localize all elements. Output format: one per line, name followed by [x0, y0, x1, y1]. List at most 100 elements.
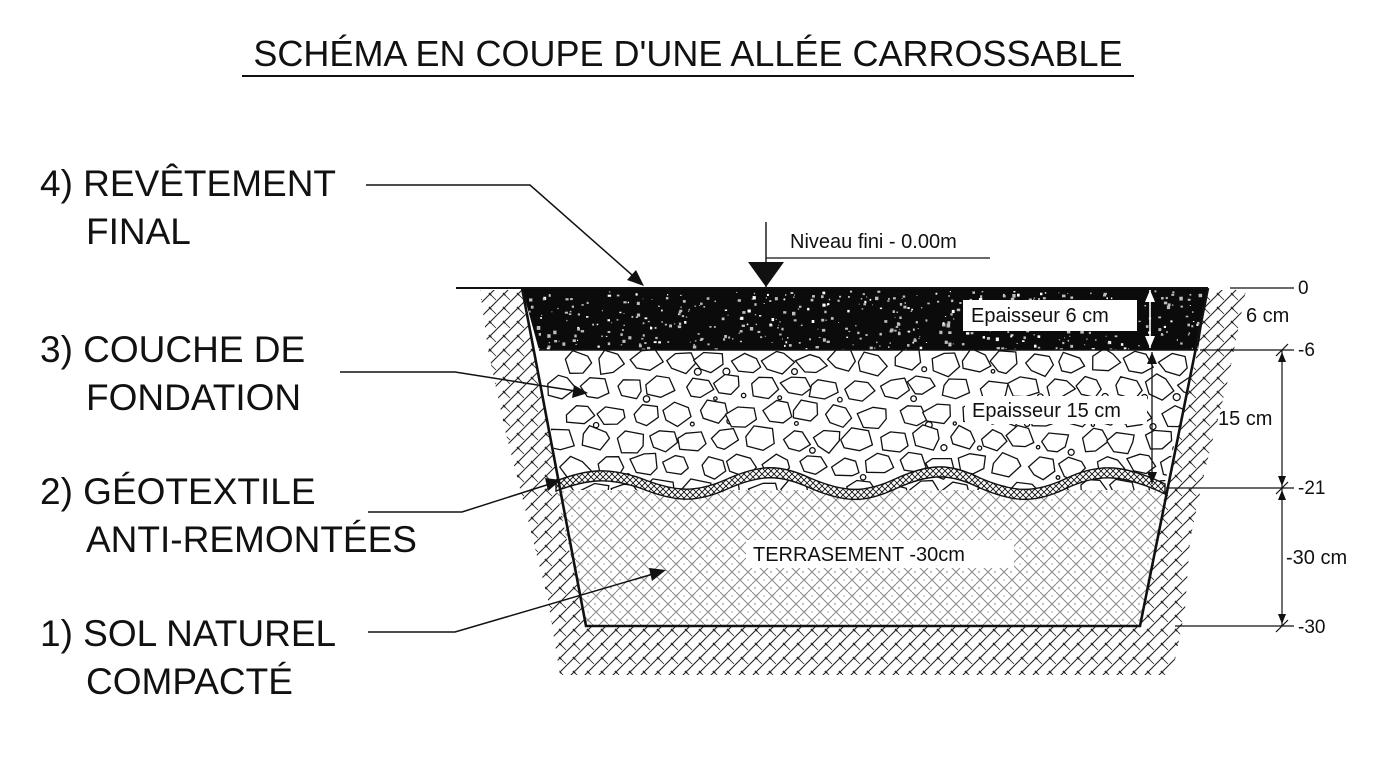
asphalt-aggregate: [680, 294, 682, 296]
asphalt-aggregate: [821, 295, 824, 299]
asphalt-aggregate: [679, 309, 683, 312]
asphalt-aggregate: [793, 319, 797, 322]
asphalt-aggregate: [1170, 320, 1173, 323]
asphalt-aggregate: [865, 334, 868, 336]
asphalt-aggregate: [1059, 348, 1063, 350]
asphalt-aggregate: [699, 339, 703, 341]
asphalt-aggregate: [577, 327, 580, 331]
asphalt-aggregate: [752, 296, 756, 300]
asphalt-aggregate: [807, 307, 810, 311]
gravel-stone: [950, 424, 976, 450]
trench-outline: [520, 287, 1210, 628]
asphalt-aggregate: [855, 325, 857, 327]
gravel-stone: [760, 350, 796, 375]
elevation-label-0: 0: [1298, 278, 1309, 299]
gravel-stone: [692, 351, 724, 374]
asphalt-aggregate: [1172, 291, 1175, 294]
asphalt-aggregate: [1037, 335, 1041, 338]
asphalt-aggregate: [1033, 299, 1035, 301]
asphalt-aggregate: [897, 332, 901, 336]
asphalt-aggregate: [644, 317, 648, 320]
excavation-label: TERRASEMENT -30cm: [753, 544, 965, 566]
gravel-chip: [990, 368, 996, 374]
asphalt-aggregate: [597, 345, 600, 348]
gravel-stone: [701, 455, 727, 480]
gravel-stone: [645, 375, 676, 398]
gravel-stone: [779, 376, 812, 396]
gravel-stone: [1125, 453, 1157, 475]
asphalt-aggregate: [830, 317, 834, 320]
asphalt-aggregate: [935, 292, 938, 295]
asphalt-aggregate: [797, 308, 800, 310]
gravel-stone: [830, 457, 860, 477]
asphalt-aggregate: [947, 321, 951, 324]
asphalt-aggregate: [1013, 291, 1016, 293]
asphalt-aggregate: [636, 301, 640, 305]
asphalt-aggregate: [1138, 320, 1141, 323]
asphalt-aggregate: [706, 297, 710, 300]
asphalt-aggregate: [1007, 331, 1010, 333]
asphalt-aggregate: [779, 333, 782, 336]
gravel-chip: [740, 392, 747, 399]
asphalt-aggregate: [742, 311, 746, 314]
asphalt-aggregate: [530, 305, 534, 309]
asphalt-aggregate: [658, 305, 660, 307]
asphalt-aggregate: [528, 310, 531, 313]
dimension-label-30cm: -30 cm: [1286, 547, 1347, 569]
asphalt-aggregate: [887, 300, 890, 302]
gravel-chip: [836, 396, 843, 403]
asphalt-aggregate: [1191, 325, 1194, 328]
asphalt-aggregate: [651, 299, 653, 300]
asphalt-aggregate: [980, 295, 983, 298]
asphalt-aggregate: [540, 317, 542, 319]
gravel-stone: [1081, 427, 1110, 453]
asphalt-aggregate: [596, 323, 599, 326]
diagram-title: SCHÉMA EN COUPE D'UNE ALLÉE CARROSSABLE: [253, 33, 1122, 74]
asphalt-aggregate: [628, 336, 632, 340]
asphalt-aggregate: [982, 336, 985, 339]
gravel-stone: [629, 452, 658, 476]
dim-arrow: [1278, 476, 1286, 486]
asphalt-aggregate: [939, 330, 943, 335]
asphalt-aggregate: [1095, 339, 1097, 341]
asphalt-aggregate: [769, 300, 772, 302]
asphalt-aggregate: [781, 327, 784, 331]
gravel-stone: [880, 431, 909, 453]
asphalt-aggregate: [641, 338, 644, 340]
asphalt-aggregate: [793, 296, 795, 298]
asphalt-aggregate: [1120, 343, 1124, 346]
asphalt-aggregate: [912, 341, 915, 344]
gravel-stone: [808, 379, 839, 400]
asphalt-aggregate: [783, 298, 786, 301]
asphalt-aggregate: [767, 293, 769, 296]
asphalt-aggregate: [866, 296, 868, 298]
asphalt-aggregate: [921, 307, 923, 309]
layer-label-line: FINAL: [86, 211, 191, 252]
asphalt-aggregate: [1187, 298, 1191, 301]
gravel-stone: [580, 482, 610, 490]
asphalt-aggregate: [547, 334, 551, 338]
asphalt-aggregate: [937, 300, 940, 303]
gravel-stone: [989, 350, 1018, 375]
asphalt-aggregate: [869, 346, 873, 350]
asphalt-aggregate: [1166, 305, 1171, 310]
gravel-stone: [633, 404, 659, 427]
asphalt-aggregate: [699, 305, 701, 306]
asphalt-aggregate: [723, 338, 726, 341]
elevation-label-minus30: -30: [1298, 617, 1325, 638]
asphalt-aggregate: [805, 348, 808, 350]
asphalt-aggregate: [647, 320, 650, 323]
asphalt-aggregate: [541, 314, 543, 316]
asphalt-aggregate: [826, 340, 830, 343]
asphalt-aggregate: [685, 316, 688, 318]
asphalt-aggregate: [952, 343, 954, 345]
asphalt-aggregate: [622, 339, 626, 343]
gravel-stone: [1080, 478, 1109, 490]
asphalt-aggregate: [616, 319, 619, 321]
asphalt-aggregate: [821, 318, 825, 322]
asphalt-aggregate: [1107, 342, 1110, 345]
asphalt-aggregate: [907, 307, 910, 309]
asphalt-aggregate: [895, 326, 899, 328]
asphalt-aggregate: [575, 343, 577, 345]
elevation-label-minus6: -6: [1298, 340, 1315, 361]
